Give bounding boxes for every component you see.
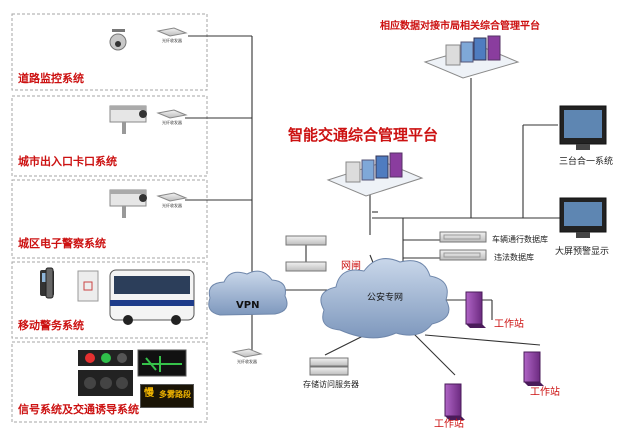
police-net-label: 公安专网 (367, 293, 404, 303)
e-police-camera-icon (109, 189, 147, 218)
vpn-label: VPN (236, 300, 260, 311)
storage-server-label: 存储访问服务器 (303, 380, 359, 389)
police-net-cloud (320, 258, 450, 339)
panel-road-monitoring (11, 13, 208, 91)
transceiver-caption: 光纤收发器 (162, 38, 182, 43)
workstation-label: 工作站 (530, 387, 560, 398)
main-platform-servers (326, 152, 424, 197)
gateway-label: 网闸 (341, 261, 361, 272)
transceiver-caption: 光纤收发器 (237, 359, 257, 364)
sign-message: 多雾路段 (159, 390, 191, 399)
panel-city-gate (11, 95, 208, 177)
gate-camera-icon (109, 105, 147, 134)
subsystem-label-signal-guidance: 信号系统及交通诱导系统 (18, 403, 139, 416)
rack-server-icon (439, 231, 487, 261)
subsystem-label-road-monitoring: 道路监控系统 (18, 72, 84, 85)
transceiver-caption: 光纤收发器 (162, 203, 182, 208)
fiber-transceiver-icon (156, 27, 263, 358)
workstation-icon (444, 291, 544, 420)
violation-db-label: 违法数据库 (494, 253, 534, 262)
card-reader-icon (77, 270, 99, 302)
transceiver-caption: 光纤收发器 (162, 120, 182, 125)
three-in-one-label: 三台合一系统 (559, 157, 614, 167)
vpn-cloud (208, 270, 288, 316)
subsystem-label-mobile-police: 移动警务系统 (18, 319, 84, 332)
gateway-server-icon (285, 235, 327, 272)
storage-server-icon (309, 357, 349, 376)
led-guidance-board-icon (137, 349, 187, 377)
big-screen-label: 大屏预警显示 (555, 247, 610, 257)
municipal-platform-servers (423, 35, 520, 79)
subsystem-label-city-gate: 城市出入口卡口系统 (18, 155, 117, 168)
traffic-light-icon (78, 350, 133, 396)
workstation-label: 工作站 (434, 419, 464, 430)
panel-e-police (11, 179, 208, 259)
municipal-platform-title: 相应数据对接市局相关综合管理平台 (380, 21, 540, 32)
monitor-icon (559, 105, 607, 238)
panel-mobile-police (11, 261, 208, 339)
panel-signal-guidance (11, 341, 208, 423)
police-van-icon (109, 269, 195, 325)
variable-message-sign: 慢 多雾路段 (140, 384, 194, 408)
subsystem-panels (11, 13, 208, 423)
main-platform-title: 智能交通综合管理平台 (288, 126, 439, 144)
vehicle-db-label: 车辆通行数据库 (492, 235, 548, 244)
workstation-label: 工作站 (494, 319, 524, 330)
dome-camera-icon (109, 29, 127, 51)
subsystem-label-e-police: 城区电子警察系统 (18, 237, 106, 250)
slow-sign-icon: 慢 (144, 388, 154, 399)
handheld-terminal-icon (40, 267, 54, 299)
